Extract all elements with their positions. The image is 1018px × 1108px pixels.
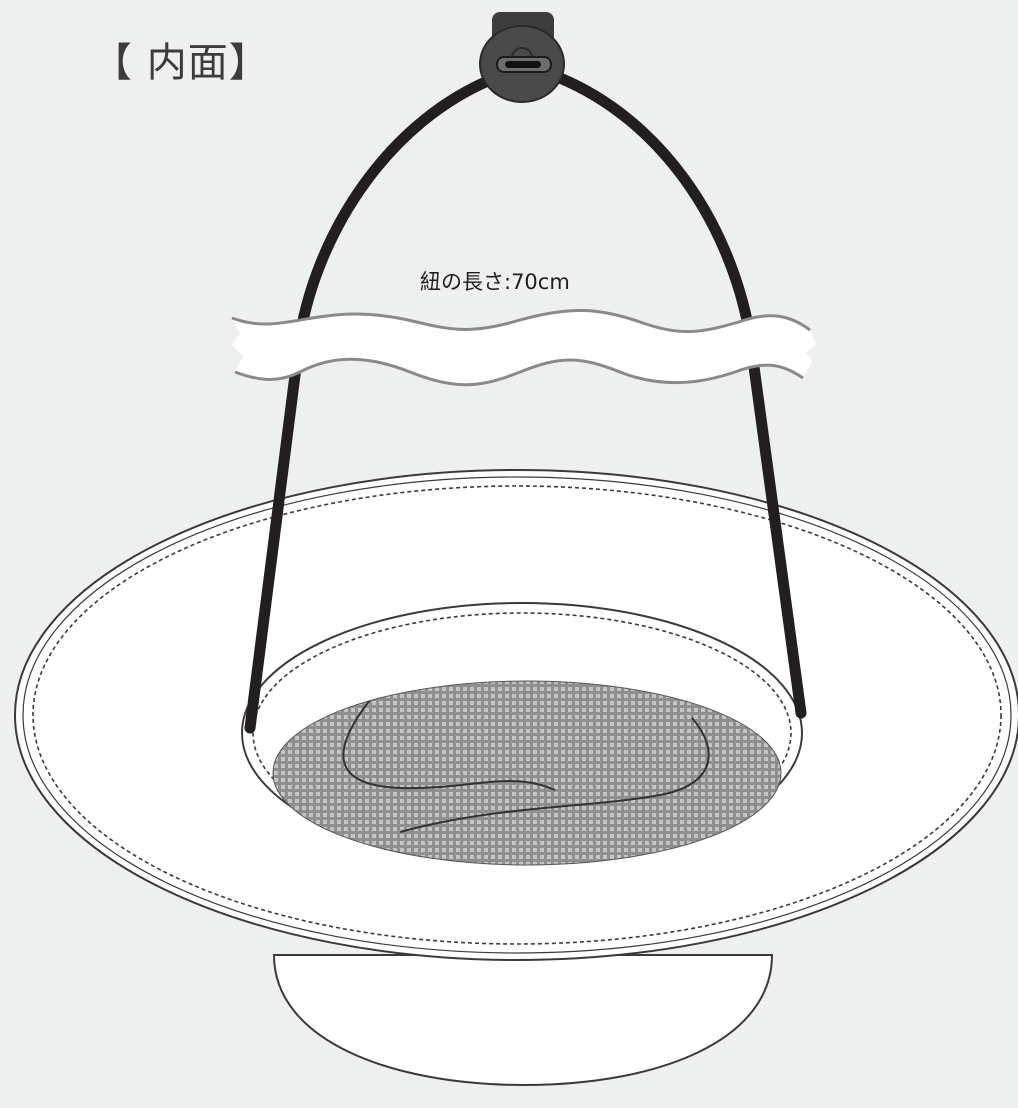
mesh-lining bbox=[272, 680, 782, 866]
page-title: 【 内面】 bbox=[92, 40, 270, 86]
brim-stitch-outer bbox=[32, 485, 1002, 945]
lining-seams bbox=[342, 699, 710, 833]
hat-crown bbox=[272, 954, 774, 1087]
cord-stopper bbox=[479, 12, 565, 103]
crown-opening bbox=[241, 602, 803, 866]
cord-length-label: 紐の長さ:70cm bbox=[420, 270, 570, 294]
cord-break-band bbox=[231, 309, 816, 387]
chin-cord bbox=[244, 72, 807, 734]
